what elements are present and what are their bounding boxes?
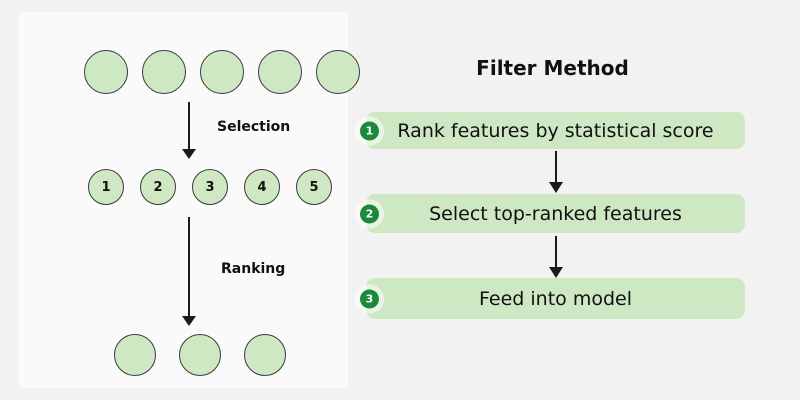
selected-feature-node [179, 334, 221, 376]
selected-feature-node [244, 334, 286, 376]
filter-method-panel: Filter Method 1 Rank features by statist… [360, 0, 800, 400]
selected-features-row [114, 334, 286, 376]
step-number-badge: 3 [360, 289, 379, 308]
feature-node [200, 50, 244, 94]
ranked-feature-node: 3 [192, 169, 228, 205]
flow-step-label: Select top-ranked features [429, 202, 682, 225]
ranked-features-row: 1 2 3 4 5 [88, 169, 332, 205]
flow-step-3: 3 Feed into model [360, 278, 745, 319]
selection-arrow-icon [182, 102, 196, 159]
ranking-arrow-icon [182, 217, 196, 326]
flow-step-2: 2 Select top-ranked features [360, 194, 745, 233]
flow-step-1: 1 Rank features by statistical score [360, 112, 745, 149]
ranked-feature-node: 4 [244, 169, 280, 205]
unranked-features-row [84, 50, 360, 94]
flow-connector-arrow-icon [547, 236, 565, 278]
selection-label: Selection [217, 119, 291, 135]
step-number-badge: 2 [360, 204, 379, 223]
ranked-feature-node: 5 [296, 169, 332, 205]
panel-title: Filter Method [476, 56, 629, 80]
flow-step-label: Feed into model [479, 287, 632, 310]
left-diagram-panel: Selection 1 2 3 4 5 Ranking [18, 12, 360, 388]
feature-node [142, 50, 186, 94]
step-number-badge: 1 [360, 121, 379, 140]
feature-node [258, 50, 302, 94]
feature-node [84, 50, 128, 94]
feature-node [316, 50, 360, 94]
flow-connector-arrow-icon [547, 151, 565, 193]
ranked-feature-node: 1 [88, 169, 124, 205]
ranking-label: Ranking [221, 261, 286, 277]
ranked-feature-node: 2 [140, 169, 176, 205]
selected-feature-node [114, 334, 156, 376]
flow-step-label: Rank features by statistical score [397, 119, 714, 142]
